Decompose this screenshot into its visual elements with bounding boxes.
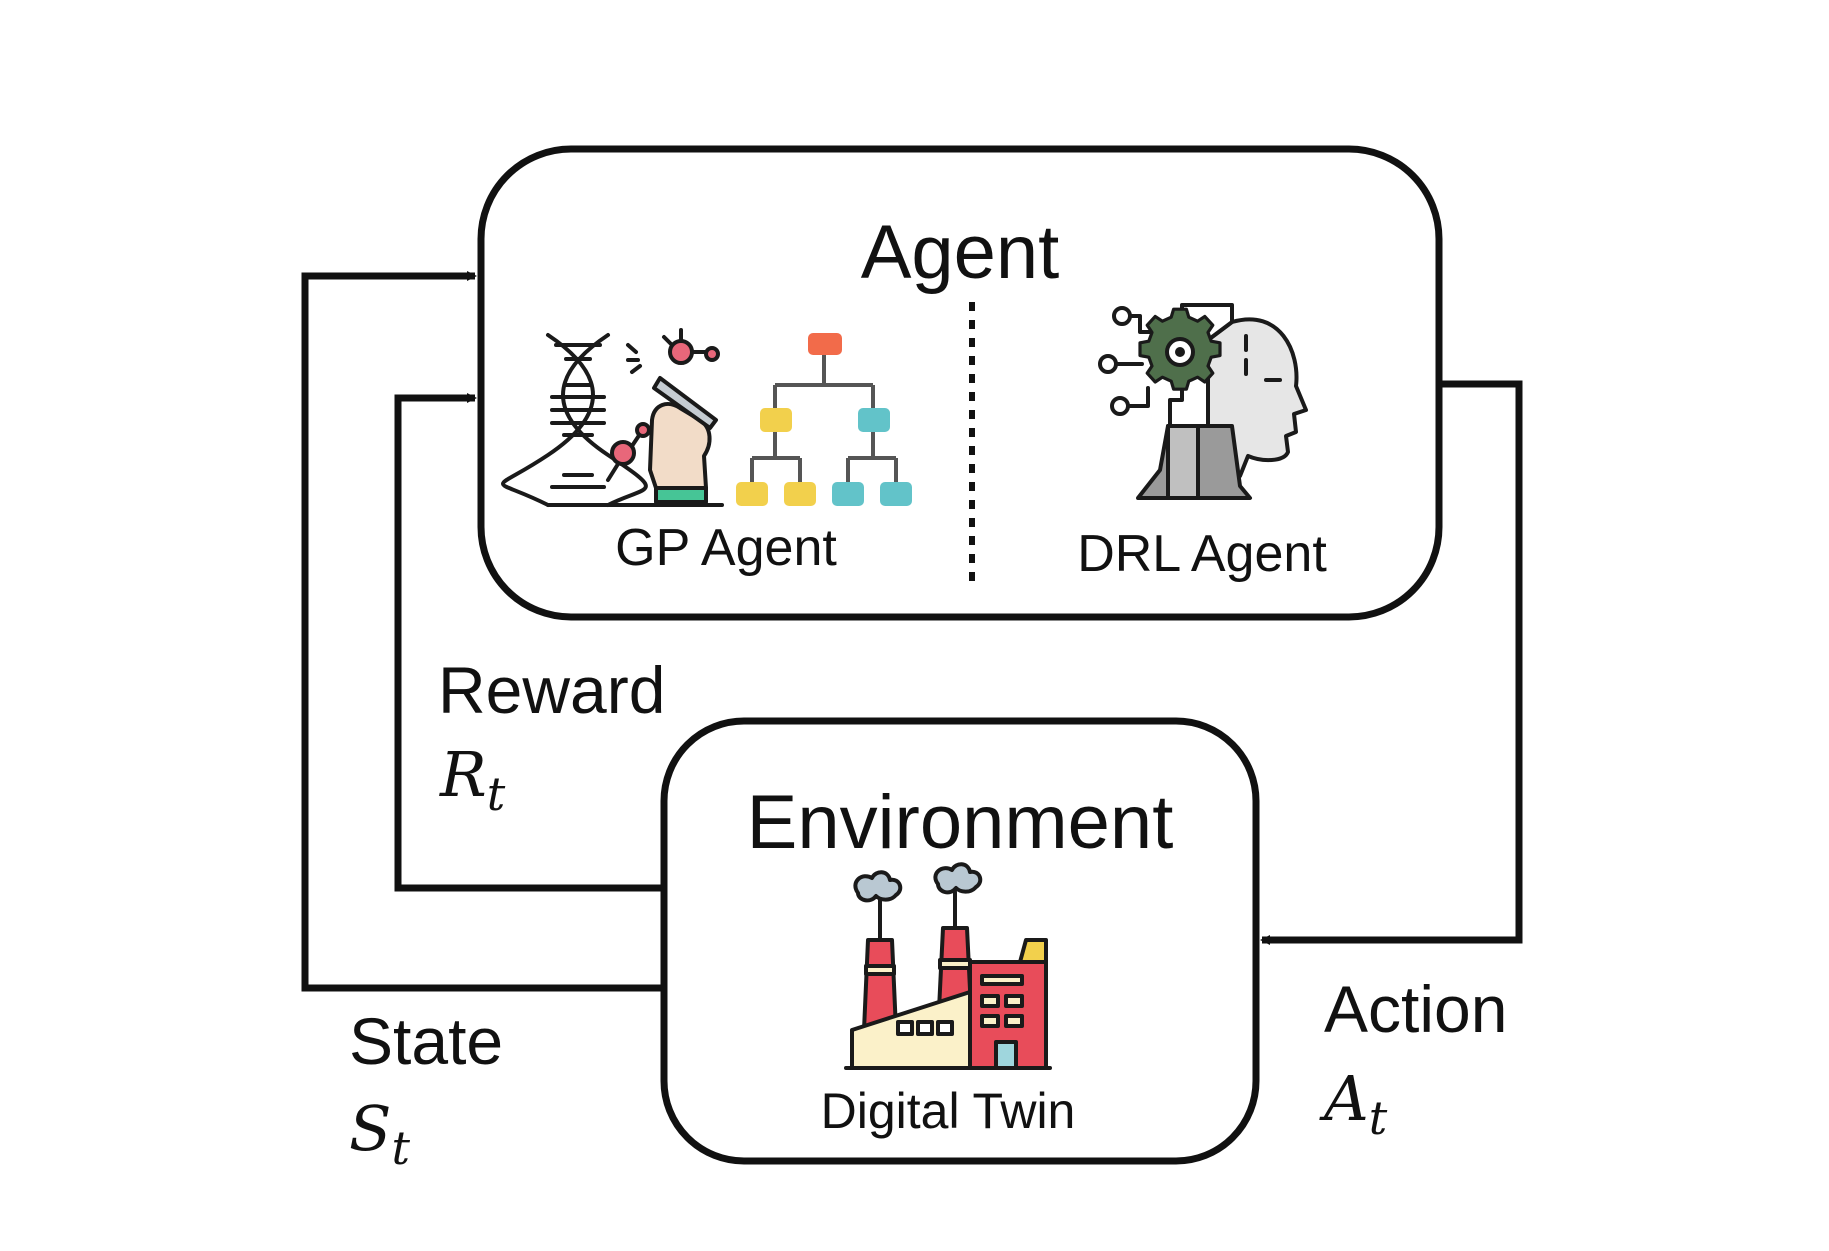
action-symbol-base: A [1319,1062,1369,1135]
reward-symbol-sub: t [487,767,506,821]
hand-tweezers-icon [606,328,720,504]
action-symbol: At [1319,1062,1388,1145]
digital-twin-label: Digital Twin [821,1083,1076,1139]
state-symbol: St [349,1092,410,1175]
action-symbol-sub: t [1369,1091,1388,1145]
reward-symbol: Rt [439,738,506,821]
action-label: Action [1324,972,1507,1046]
reward-label: Reward [438,653,665,727]
environment-title: Environment [747,780,1174,865]
tree-hierarchy-icon [736,333,912,506]
state-symbol-base: S [349,1092,391,1165]
state-symbol-sub: t [391,1121,410,1175]
dna-icon [501,333,724,507]
reward-symbol-base: R [439,738,487,811]
reward-wire [394,393,664,892]
state-label: State [349,1004,503,1078]
agent-title: Agent [861,210,1060,295]
gp-agent-label: GP Agent [615,519,837,577]
action-wire [1260,380,1523,945]
state-wire [301,271,664,992]
robot-head-gear-icon [1098,303,1308,500]
drl-agent-label: DRL Agent [1077,525,1327,583]
factory-icon [844,862,1052,1070]
